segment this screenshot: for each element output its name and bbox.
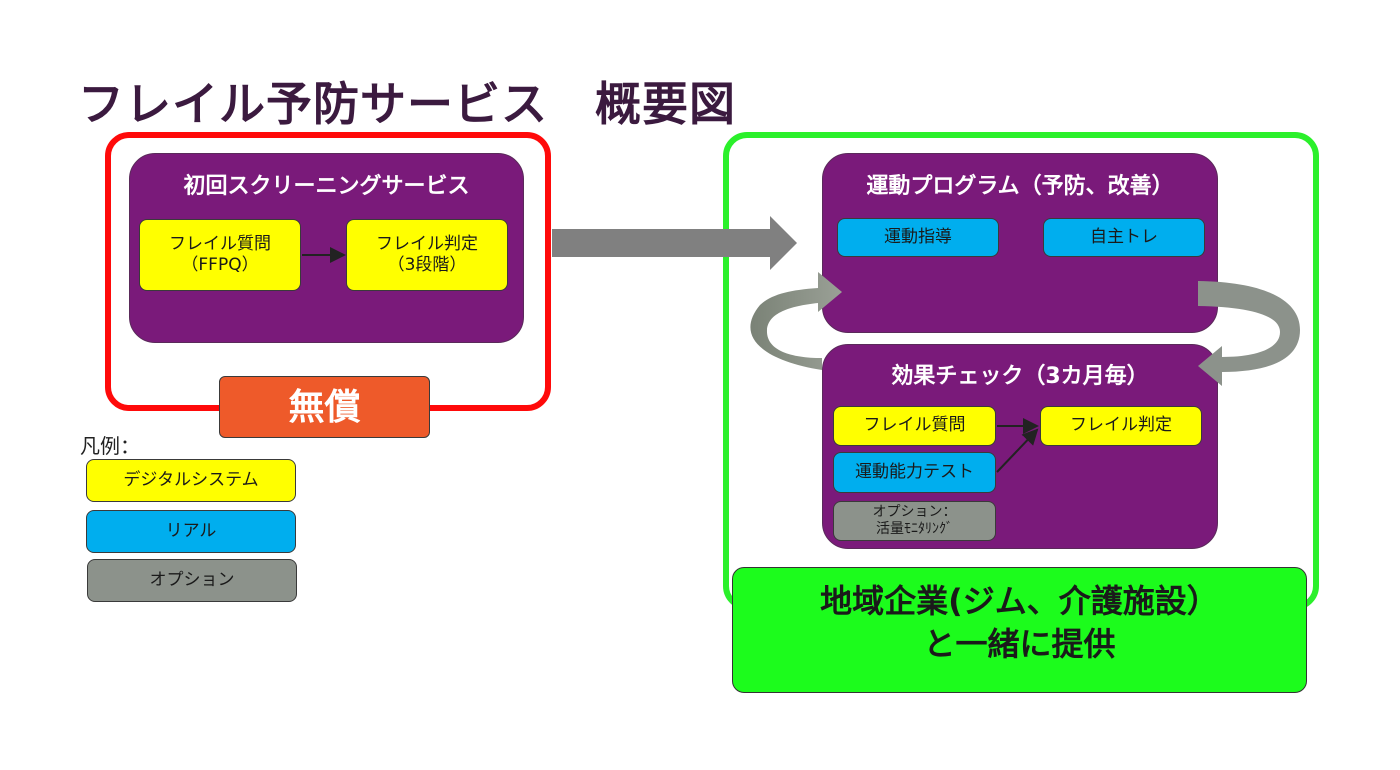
motor-to-judge-arrow xyxy=(996,428,1039,473)
frailty-judge-box: フレイル判定 （3段階） xyxy=(346,219,508,291)
legend-digital: デジタルシステム xyxy=(86,459,296,502)
check-frailty-question-box: フレイル質問 xyxy=(833,406,996,446)
effect-check-title: 効果チェック（3カ月毎） xyxy=(891,364,1149,389)
cycle-arrow-left xyxy=(750,272,842,370)
exercise-program-title: 運動プログラム（予防、改善） xyxy=(866,174,1174,199)
check-frailty-judge-box: フレイル判定 xyxy=(1040,406,1202,446)
regional-partner-caption: 地域企業(ジム、介護施設） と一緒に提供 xyxy=(732,567,1307,693)
exercise-guidance-box: 運動指導 xyxy=(837,218,999,257)
legend-title: 凡例： xyxy=(80,434,140,458)
page-title: フレイル予防サービス 概要図 xyxy=(78,77,736,131)
legend-real: リアル xyxy=(86,510,296,553)
screening-panel-title: 初回スクリーニングサービス xyxy=(183,174,470,199)
main-flow-arrow xyxy=(552,216,797,270)
cycle-arrow-right xyxy=(1198,281,1300,386)
legend-option: オプション xyxy=(87,559,297,602)
activity-monitoring-option-box: オプション： 活量ﾓﾆﾀﾘﾝｸﾞ xyxy=(833,501,996,541)
self-training-box: 自主トレ xyxy=(1043,218,1205,257)
frailty-question-box: フレイル質問 （FFPQ） xyxy=(139,219,301,291)
free-badge: 無償 xyxy=(219,376,430,438)
motor-test-box: 運動能力テスト xyxy=(833,452,996,493)
